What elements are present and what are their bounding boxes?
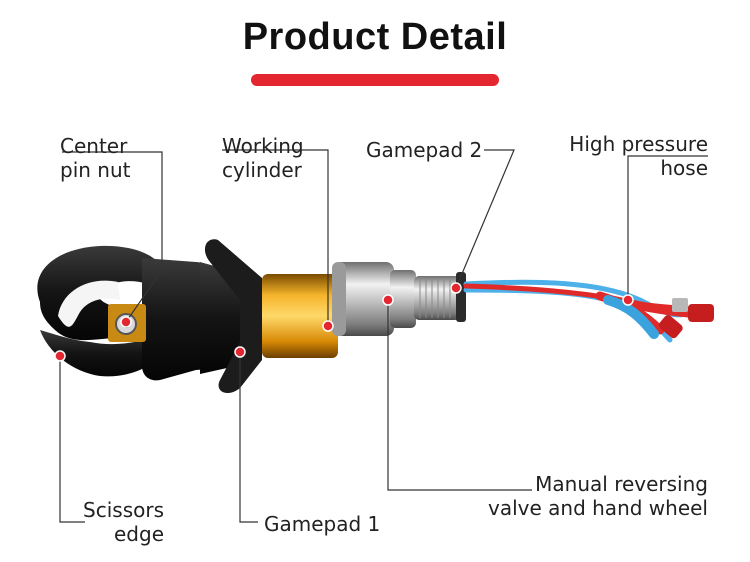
callout-scissors-edge: Scissors edge <box>83 498 164 546</box>
handle-guard <box>200 239 262 394</box>
callout-markers <box>54 282 634 362</box>
page-title: Product Detail <box>242 16 508 58</box>
callout-leaders <box>59 149 708 523</box>
chrome-collar <box>332 262 394 336</box>
hose-fitting <box>414 276 460 320</box>
callout-high-pressure-hose: High pressure hose <box>569 132 708 180</box>
cutter-head <box>37 245 212 381</box>
callout-manual-reversing-valve: Manual reversing valve and hand wheel <box>488 472 708 520</box>
callout-gamepad-1: Gamepad 1 <box>264 512 381 536</box>
valve-hand-wheel <box>390 270 416 328</box>
title-underline <box>251 74 499 86</box>
callout-center-pin-nut: Center pin nut <box>60 134 131 182</box>
callout-working-cylinder: Working cylinder <box>222 134 304 182</box>
working-cylinder <box>262 274 338 358</box>
callout-gamepad-2: Gamepad 2 <box>366 138 483 162</box>
